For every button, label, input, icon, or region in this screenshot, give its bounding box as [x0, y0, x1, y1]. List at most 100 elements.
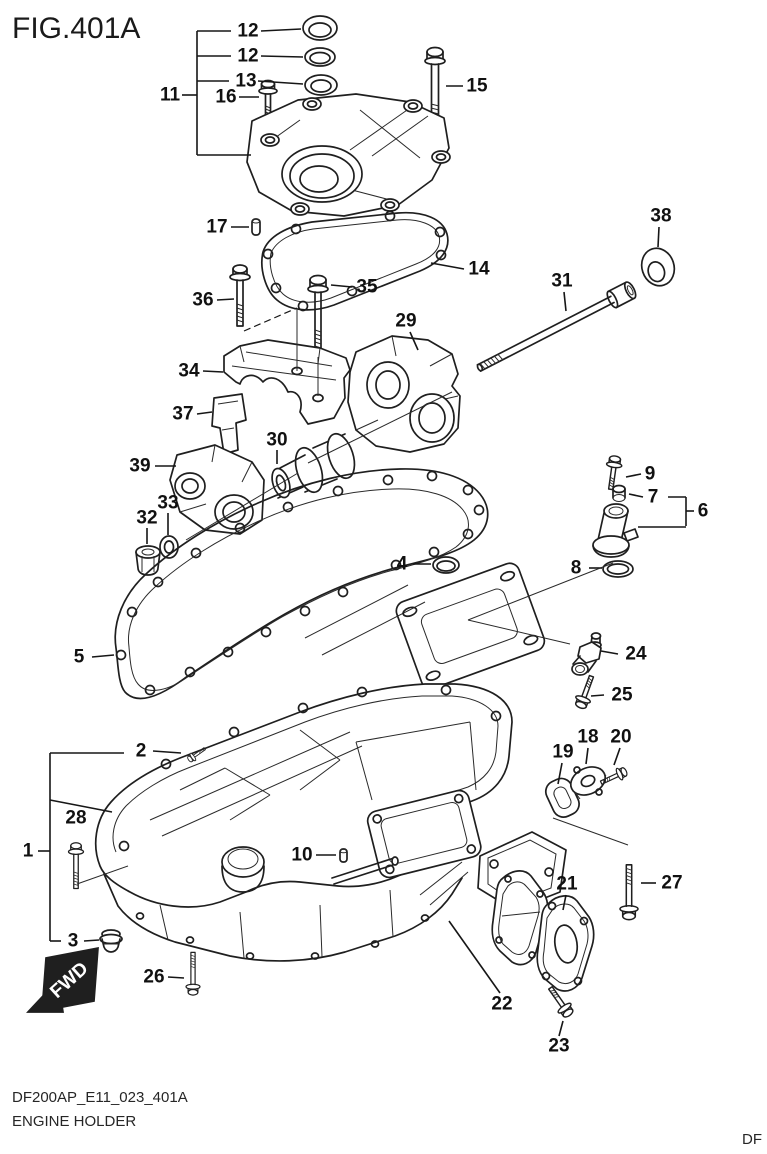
engine-mount-29	[347, 335, 461, 453]
aux-line-8	[49, 799, 113, 813]
leader-lines-layer	[38, 28, 694, 1037]
leader-line-34	[202, 370, 224, 373]
callout-label-12: 12	[237, 21, 258, 42]
leader-line-29	[409, 331, 419, 351]
plug-3	[99, 929, 123, 953]
callout-label-26: 26	[143, 967, 164, 988]
leader-line-14	[430, 262, 465, 270]
callout-label-10: 10	[291, 845, 312, 866]
dowel-pin-10	[339, 848, 348, 863]
leader-line-2	[152, 750, 182, 754]
callout-label-18: 18	[577, 727, 598, 748]
callout-label-31: 31	[551, 271, 573, 292]
leader-line-22	[448, 920, 501, 994]
aux-line-17	[307, 391, 453, 464]
callout-label-17: 17	[206, 217, 227, 238]
callout-label-35: 35	[356, 277, 378, 298]
leader-line-23	[558, 1020, 564, 1037]
leader-line-5	[91, 654, 115, 658]
bolt-27	[619, 864, 639, 921]
footer-drawing-code: DF200AP_E11_023_401A	[12, 1089, 188, 1106]
leader-line-38	[657, 226, 660, 248]
callout-label-19: 19	[552, 742, 573, 763]
mount-bracket-39	[169, 444, 265, 535]
mount-bolt-31	[476, 281, 637, 372]
callout-label-30: 30	[266, 430, 287, 451]
callout-label-15: 15	[466, 76, 488, 97]
oil-pipe-6	[592, 503, 639, 558]
leader-line-18	[585, 747, 589, 765]
callout-label-6: 6	[698, 501, 709, 522]
aux-line-16	[185, 472, 299, 541]
leader-line-26	[167, 976, 185, 979]
callout-label-5: 5	[74, 647, 85, 668]
callout-label-36: 36	[192, 290, 213, 311]
callout-label-16: 16	[215, 87, 236, 108]
o-ring-8	[602, 560, 634, 578]
gasket-22	[491, 870, 549, 966]
footer-figure-name: ENGINE HOLDER	[12, 1113, 136, 1130]
leader-line-12	[260, 28, 302, 32]
callout-label-8: 8	[571, 558, 582, 579]
cover-gasket-14	[261, 210, 449, 312]
leader-line-31	[563, 291, 567, 312]
callout-label-29: 29	[395, 311, 416, 332]
callout-label-37: 37	[172, 404, 193, 425]
leader-line-24	[600, 650, 619, 655]
washer-13	[304, 74, 338, 96]
aux-line-18	[552, 817, 629, 846]
leader-line-36	[216, 298, 235, 301]
callout-label-25: 25	[611, 685, 633, 706]
callout-label-38: 38	[650, 206, 671, 227]
aux-line-13	[243, 307, 298, 332]
leader-line-12	[260, 55, 304, 58]
leader-line-7	[628, 493, 644, 498]
grommet-38	[640, 247, 676, 287]
figure-title: FIG.401A	[12, 12, 140, 45]
holder-gasket-5	[114, 468, 546, 700]
leader-line-20	[613, 747, 621, 766]
bolt-28	[67, 842, 85, 890]
callout-label-22: 22	[491, 994, 512, 1015]
callout-label-13: 13	[235, 71, 256, 92]
cap-18	[569, 766, 607, 800]
leader-line-37	[196, 411, 213, 415]
callout-label-7: 7	[648, 487, 659, 508]
leader-line-21	[562, 894, 567, 911]
dowel-pin-17	[251, 218, 261, 236]
bolt-25	[572, 672, 600, 712]
callout-label-28: 28	[65, 808, 86, 829]
callout-label-39: 39	[129, 456, 150, 477]
aux-line-20	[467, 619, 571, 645]
callout-label-3: 3	[68, 931, 79, 952]
callout-label-21: 21	[556, 874, 578, 895]
seal-ring-12-lower	[304, 47, 336, 67]
callout-label-20: 20	[610, 727, 631, 748]
callout-label-23: 23	[548, 1036, 569, 1057]
seal-4	[432, 556, 460, 574]
leader-line-19	[557, 762, 563, 785]
footer-corner-text: DF	[742, 1131, 762, 1148]
aux-line-21	[76, 865, 129, 885]
callout-label-34: 34	[178, 361, 200, 382]
leader-line-25	[590, 694, 605, 697]
callout-label-33: 33	[157, 493, 178, 514]
leader-line-3	[83, 939, 100, 942]
callout-label-2: 2	[136, 741, 147, 762]
leader-line-35	[330, 284, 353, 288]
plate-21	[536, 895, 595, 992]
bolt-26	[185, 951, 201, 996]
callout-label-1: 1	[23, 841, 34, 862]
callout-label-9: 9	[645, 464, 656, 485]
nut-32	[135, 545, 161, 576]
bushing-7	[612, 484, 626, 502]
fwd-direction-flag: FWD	[26, 946, 99, 1013]
aux-line-19	[467, 562, 614, 621]
callout-label-4: 4	[397, 554, 408, 575]
bracket-37	[211, 393, 247, 455]
callout-label-11: 11	[160, 85, 181, 106]
callout-label-27: 27	[661, 873, 682, 894]
